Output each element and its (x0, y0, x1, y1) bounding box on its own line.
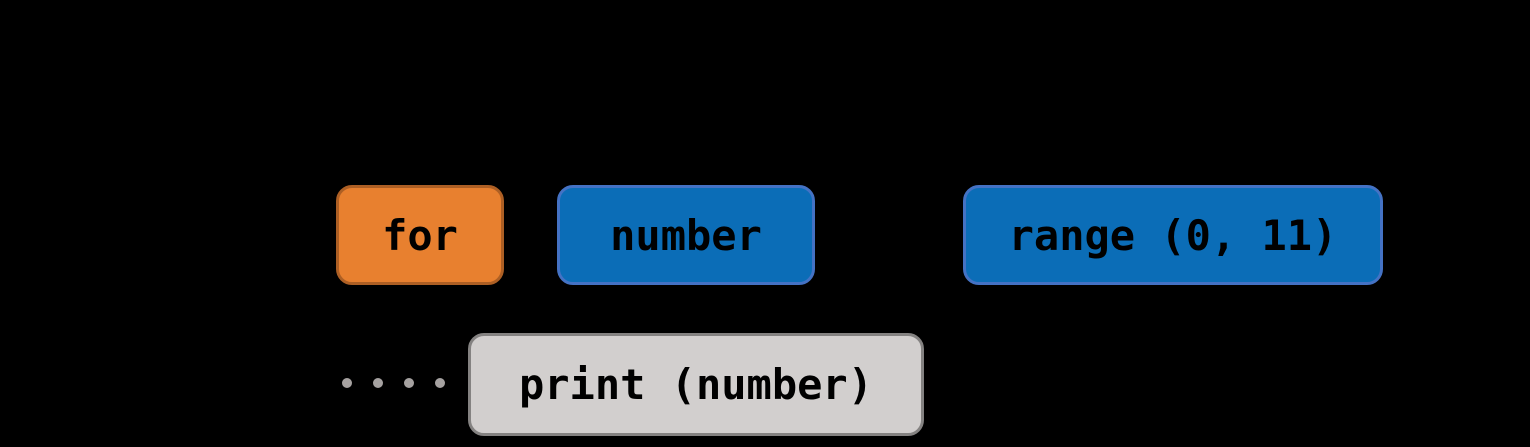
indent-dot (404, 378, 414, 388)
range-call-block: range (0, 11) (963, 185, 1383, 285)
print-statement-block: print (number) (468, 333, 924, 436)
indentation-dots (342, 378, 445, 388)
indent-dot (435, 378, 445, 388)
for-keyword-block: for (336, 185, 504, 285)
indent-dot (373, 378, 383, 388)
indent-dot (342, 378, 352, 388)
number-variable-block: number (557, 185, 815, 285)
